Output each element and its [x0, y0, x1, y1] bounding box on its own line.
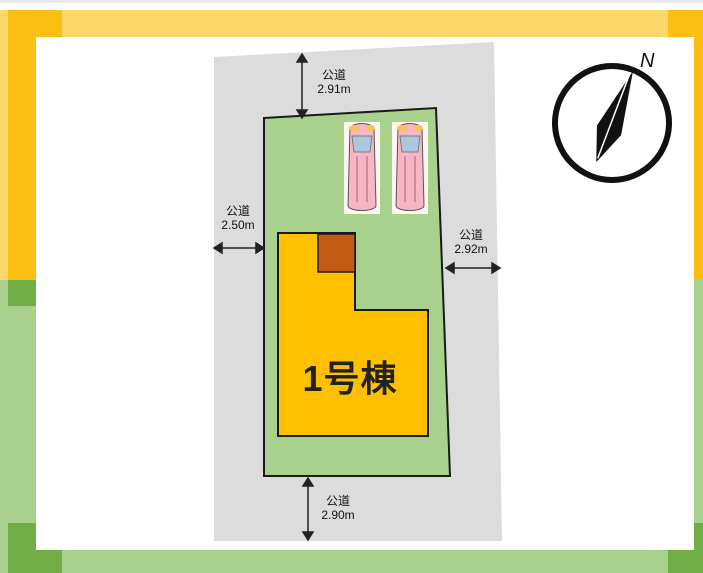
road-label-east: 公道 2.92m [443, 228, 499, 256]
road-south-width: 2.90m [321, 508, 355, 522]
road-north-width: 2.91m [317, 82, 351, 96]
building-footprint [277, 232, 429, 437]
road-label-west: 公道 2.50m [210, 204, 266, 232]
compass-north-letter: N [640, 50, 655, 72]
parked-car-right [392, 122, 428, 214]
top-rule [0, 0, 703, 3]
building-label: 1号棟 [302, 358, 398, 399]
road-west-name: 公道 [225, 204, 250, 218]
road-south-name: 公道 [325, 494, 350, 508]
road-label-north: 公道 2.91m [306, 68, 362, 96]
dimension-arrow-west [212, 241, 266, 255]
dimension-arrow-north [295, 52, 309, 120]
stair-block [317, 233, 356, 273]
road-west-width: 2.50m [221, 218, 255, 232]
parked-car-left [344, 122, 380, 214]
compass: N [552, 50, 672, 183]
road-east-width: 2.92m [454, 242, 488, 256]
dimension-arrow-east [444, 261, 502, 275]
frame-band-left-orange [8, 64, 36, 280]
road-north-name: 公道 [321, 68, 346, 82]
dimension-arrow-south [301, 476, 315, 542]
road-east-name: 公道 [458, 228, 483, 242]
road-label-south: 公道 2.90m [310, 494, 366, 522]
frame-band-right-orange [694, 64, 703, 280]
north-arrow-icon [596, 71, 633, 162]
